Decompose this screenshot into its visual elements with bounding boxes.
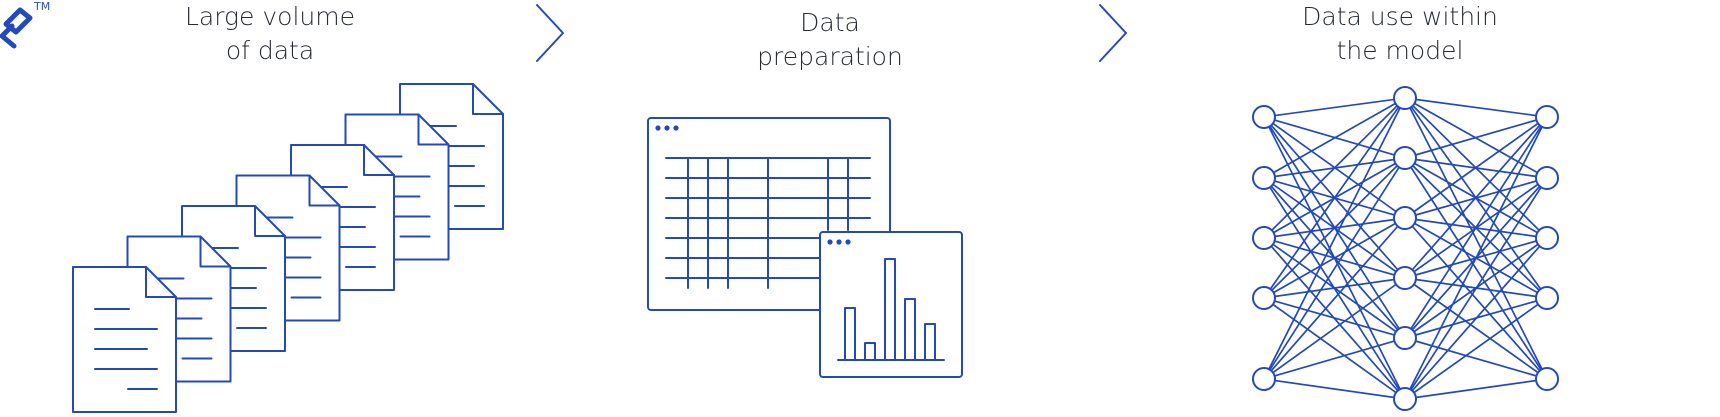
step-2-title: Data preparation — [700, 6, 960, 74]
step-1-title-line-1: Large volume — [184, 2, 356, 31]
step-3-title-line-1: Data use within — [1302, 2, 1498, 31]
network-node — [1535, 166, 1559, 190]
step-1-title-line-2: of data — [225, 36, 315, 65]
step-2-title-line-1: Data — [800, 8, 860, 37]
network-node — [1393, 146, 1417, 170]
step-2-title-line-2: preparation — [757, 42, 903, 71]
network-node — [1252, 286, 1276, 310]
network-node — [1252, 226, 1276, 250]
step-1-title: Large volume of data — [140, 0, 400, 68]
network-node — [1393, 206, 1417, 230]
network-node — [1535, 226, 1559, 250]
trademark-label: TM — [34, 0, 51, 13]
network-node — [1252, 367, 1276, 391]
toptal-logo-icon — [0, 7, 33, 49]
step-3-title-line-2: the model — [1336, 36, 1464, 65]
network-node — [1252, 166, 1276, 190]
network-node — [1535, 105, 1559, 129]
document-icon — [72, 266, 177, 413]
documents-stack-icon — [72, 83, 504, 413]
network-node — [1393, 326, 1417, 350]
step-3-title: Data use within the model — [1260, 0, 1540, 68]
network-node — [1535, 367, 1559, 391]
network-node — [1535, 286, 1559, 310]
network-node — [1393, 266, 1417, 290]
network-node — [1252, 105, 1276, 129]
network-node — [1393, 387, 1417, 411]
chevron-right-icon — [536, 4, 564, 62]
chevron-right-icon — [1099, 4, 1127, 62]
network-node — [1393, 86, 1417, 110]
neural-network-icon — [1252, 86, 1559, 411]
bar-chart-window-icon — [819, 231, 963, 378]
